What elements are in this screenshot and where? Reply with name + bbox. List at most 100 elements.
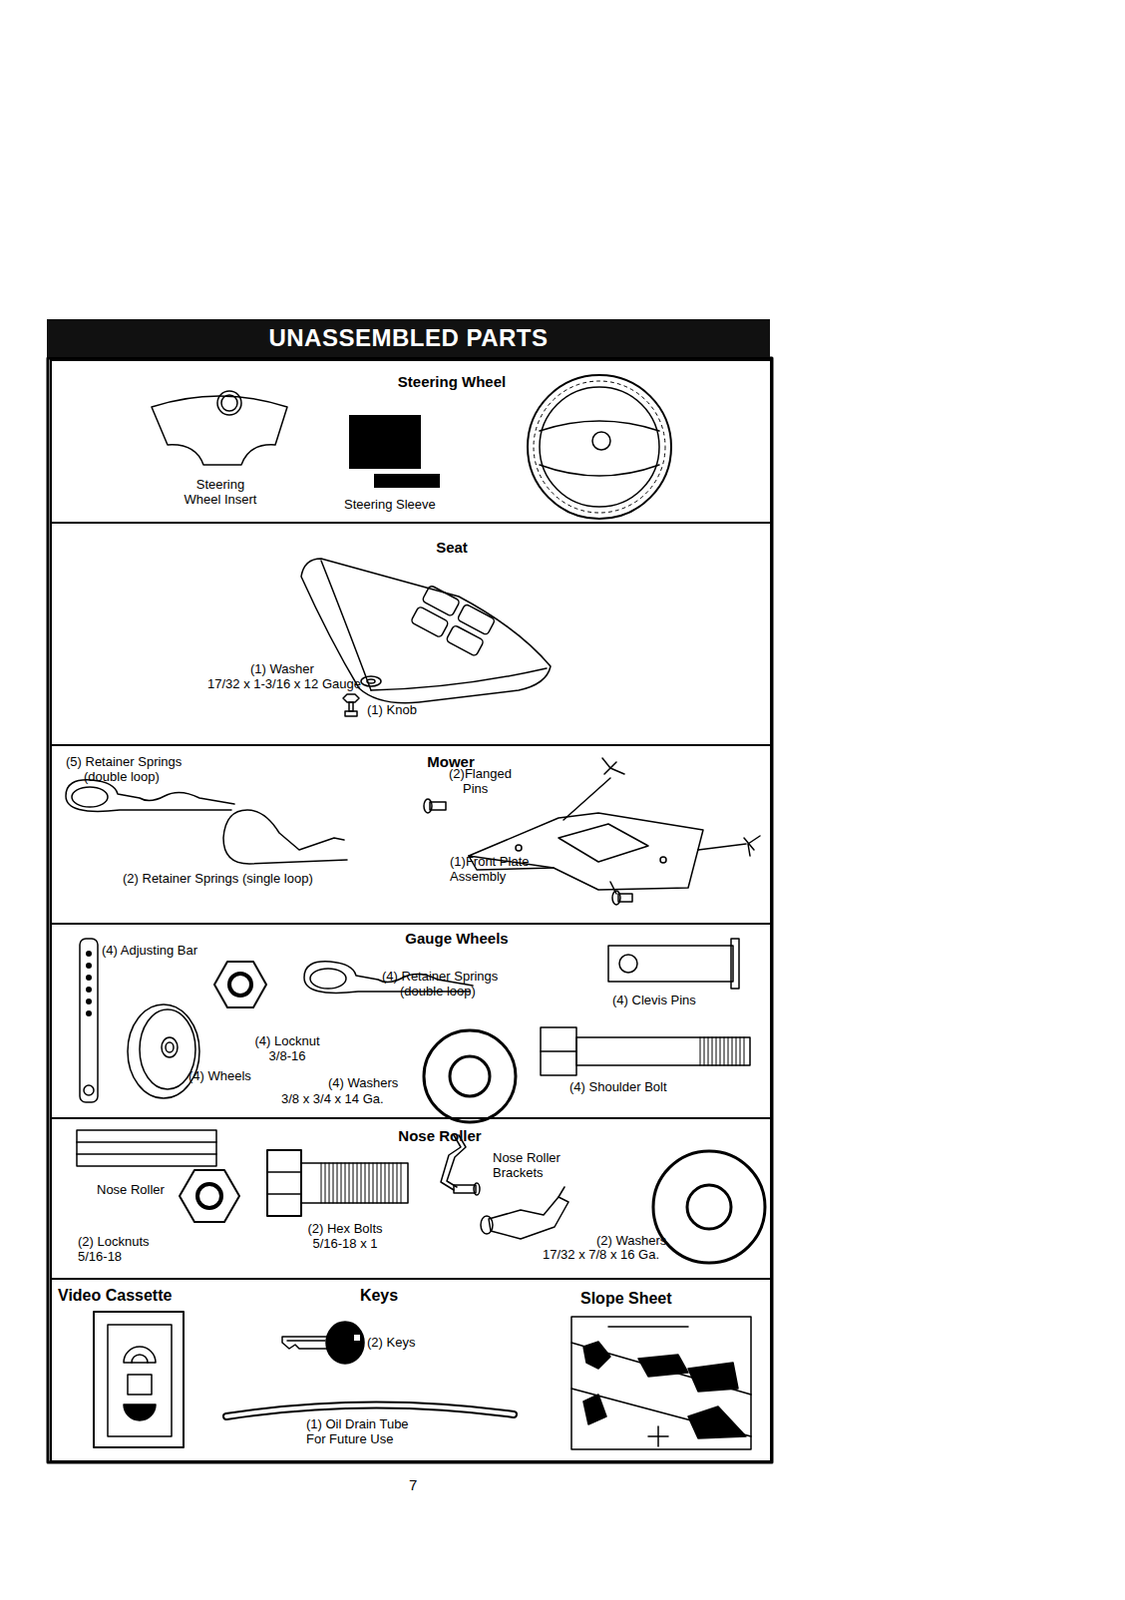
gauge-wheel bbox=[161, 1037, 178, 1058]
nose-roller-bracket bbox=[488, 1196, 569, 1239]
steering-sleeve bbox=[349, 414, 421, 469]
part-label: (2) Keys bbox=[367, 1334, 415, 1350]
section-heading: Slope Sheet bbox=[580, 1289, 673, 1308]
retainer-spring-single bbox=[223, 809, 348, 864]
shoulder-bolt bbox=[576, 1037, 750, 1066]
part-label: (1) Washer bbox=[250, 661, 315, 677]
title-banner: UNASSEMBLED PARTS bbox=[46, 319, 770, 358]
clevis-pin bbox=[731, 938, 740, 989]
part-label: (5) Retainer Springs (double loop) bbox=[65, 753, 206, 784]
part-label: (2) Hex Bolts 5/16-18 x 1 bbox=[297, 1220, 393, 1251]
steering-wheel bbox=[539, 386, 660, 507]
steering-wheel-insert bbox=[151, 395, 288, 465]
retainer-spring-double bbox=[65, 779, 235, 812]
gauge-wheel bbox=[139, 1009, 196, 1090]
slope-sheet bbox=[571, 1316, 751, 1450]
nose-roller-bracket bbox=[453, 1184, 476, 1193]
adjusting-bar bbox=[85, 950, 92, 957]
section-heading: Seat bbox=[362, 538, 542, 556]
part-label: (1) Knob bbox=[367, 702, 417, 718]
clevis-pin bbox=[608, 945, 734, 982]
oil-drain-tube bbox=[226, 1404, 514, 1417]
slope-sheet bbox=[638, 1354, 689, 1377]
washer-icon bbox=[361, 676, 381, 687]
nose-roller-bracket bbox=[473, 1182, 480, 1195]
part-label: (4) Clevis Pins bbox=[612, 992, 697, 1008]
front-plate-assembly bbox=[563, 777, 611, 820]
adjusting-bar bbox=[85, 998, 92, 1005]
knob-icon bbox=[345, 711, 358, 717]
oil-drain-tube bbox=[226, 1404, 514, 1417]
gauge-wheel bbox=[165, 1042, 174, 1053]
knob-icon bbox=[343, 694, 360, 703]
part-label: (2) Retainer Springs (single loop) bbox=[122, 870, 314, 886]
part-label: 17/32 x 7/8 x 16 Ga. bbox=[542, 1246, 660, 1262]
part-label: (1) Oil Drain Tube For Future Use bbox=[306, 1416, 418, 1447]
shoulder-bolt bbox=[700, 1037, 745, 1066]
part-label: Steering Wheel Insert bbox=[177, 476, 264, 507]
part-label: (1)Front Plate Assembly bbox=[449, 853, 546, 884]
adjusting-bar bbox=[85, 962, 92, 969]
washer-icon bbox=[423, 1030, 516, 1123]
steering-wheel bbox=[592, 431, 611, 450]
front-plate-assembly bbox=[558, 823, 649, 862]
video-cassette bbox=[127, 1374, 152, 1395]
washer-icon bbox=[653, 1150, 765, 1263]
shoulder-bolt bbox=[540, 1027, 577, 1076]
video-cassette bbox=[123, 1346, 156, 1363]
seat bbox=[456, 603, 495, 636]
retainer-spring-double bbox=[71, 786, 108, 807]
slope-sheet bbox=[648, 1426, 669, 1447]
shoulder-bolt bbox=[540, 1027, 750, 1076]
washer-icon bbox=[361, 676, 381, 687]
front-plate-assembly bbox=[602, 757, 625, 774]
key-icon bbox=[287, 1339, 326, 1342]
slope-sheet bbox=[688, 1362, 739, 1392]
nose-roller-bracket bbox=[440, 1134, 480, 1195]
part-label: Nose Roller bbox=[96, 1181, 165, 1197]
hex-bolt bbox=[301, 1162, 408, 1203]
clevis-pin bbox=[619, 954, 638, 973]
part-label: Nose Roller Brackets bbox=[492, 1149, 573, 1180]
nose-roller bbox=[76, 1129, 217, 1166]
key-icon bbox=[282, 1321, 365, 1364]
video-cassette bbox=[107, 1324, 172, 1437]
seat bbox=[421, 584, 460, 617]
part-label: (2) Locknuts 5/16-18 bbox=[77, 1233, 164, 1264]
steering-wheel-insert bbox=[221, 394, 238, 411]
locknut-icon bbox=[197, 1183, 222, 1208]
part-label: (4) Wheels bbox=[188, 1068, 252, 1084]
seat bbox=[371, 668, 547, 691]
adjusting-bar bbox=[85, 986, 92, 993]
seat bbox=[445, 624, 484, 657]
slope-sheet bbox=[583, 1394, 607, 1425]
locknut-icon bbox=[229, 973, 252, 996]
flanged-pin bbox=[423, 798, 446, 813]
nose-roller bbox=[76, 1129, 217, 1166]
slope-sheet bbox=[608, 1325, 689, 1328]
knob-icon bbox=[349, 702, 354, 712]
slope-sheet bbox=[571, 1342, 751, 1395]
front-plate-assembly bbox=[660, 856, 667, 863]
washer-icon bbox=[367, 679, 375, 684]
adjusting-bar bbox=[79, 938, 98, 1103]
shoulder-bolt bbox=[540, 1050, 577, 1053]
steering-sleeve bbox=[374, 473, 440, 488]
adjusting-bar bbox=[85, 974, 92, 981]
section-heading: Gauge Wheels bbox=[327, 929, 587, 947]
outer-frame bbox=[47, 358, 772, 1463]
nose-roller-bracket bbox=[480, 1186, 569, 1239]
seat bbox=[321, 560, 372, 691]
front-plate-assembly bbox=[468, 757, 760, 905]
part-label: (4) Locknut 3/8-16 bbox=[245, 1033, 330, 1064]
adjusting-bar bbox=[79, 938, 98, 1103]
gauge-wheel bbox=[127, 1004, 200, 1099]
parts-section-box: Video CassetteKeysSlope Sheet bbox=[49, 1277, 772, 1463]
hex-bolt bbox=[267, 1171, 302, 1194]
part-label: (2) Washers bbox=[596, 1232, 667, 1248]
key-icon bbox=[326, 1321, 365, 1364]
steering-wheel bbox=[527, 375, 672, 519]
seat bbox=[410, 606, 449, 639]
